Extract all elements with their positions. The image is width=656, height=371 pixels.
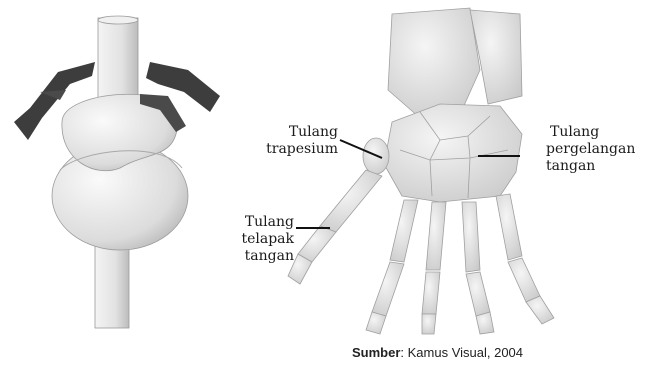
label-trapezium: Tulang trapesium — [258, 124, 338, 158]
label-metacarpal-line1: Tulang — [210, 214, 294, 231]
thumb-metacarpal — [320, 170, 382, 232]
label-carpal-line2: pergelangan — [546, 141, 635, 158]
carpal-bones — [384, 104, 522, 202]
source-caption: Sumber: Kamus Visual, 2004 — [352, 345, 523, 360]
radius-bone — [388, 8, 480, 118]
label-metacarpal: Tulang telapak tangan — [210, 214, 294, 265]
upper-rod — [98, 18, 138, 98]
saddle-joint-model — [14, 16, 220, 328]
source-prefix: Sumber — [352, 345, 400, 360]
hand-skeleton — [288, 8, 554, 334]
label-carpal-line1: Tulang — [546, 124, 635, 141]
label-metacarpal-line3: tangan — [210, 248, 294, 265]
label-carpal-line3: tangan — [546, 158, 635, 175]
label-trapezium-line2: trapesium — [258, 141, 338, 158]
label-trapezium-line1: Tulang — [258, 124, 338, 141]
source-text: : Kamus Visual, 2004 — [400, 345, 523, 360]
label-carpal: Tulang pergelangan tangan — [546, 124, 635, 175]
label-metacarpal-line2: telapak — [210, 231, 294, 248]
